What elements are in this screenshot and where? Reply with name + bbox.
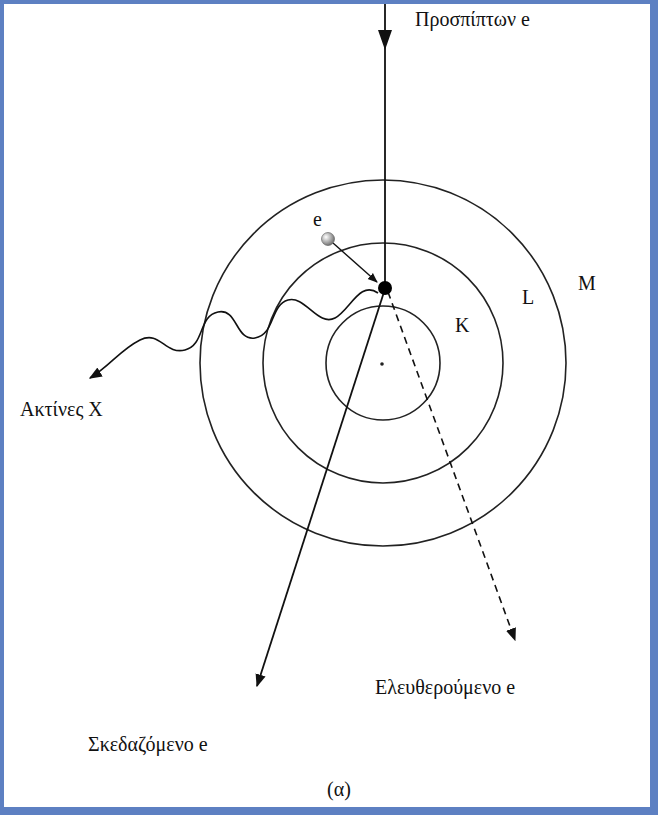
scattered-electron-label: Σκεδαζόμενο e xyxy=(88,733,208,755)
incident-electron-label: Προσπίπτων e xyxy=(415,8,530,30)
collision-point xyxy=(378,281,392,295)
shell-label: M xyxy=(578,272,596,294)
shell-l xyxy=(263,243,503,483)
incident-arrowhead xyxy=(378,30,392,50)
shell-k xyxy=(326,306,440,420)
electron-ball xyxy=(322,233,335,246)
shell-label: K xyxy=(455,314,469,336)
freed-electron-label: Ελευθερούμενο e xyxy=(375,676,515,698)
freed-electron-path xyxy=(388,292,515,640)
shell-m xyxy=(200,180,566,546)
electron-label: e xyxy=(313,208,322,230)
x-ray-label: Ακτίνες X xyxy=(20,398,103,420)
nucleus-dot xyxy=(380,362,384,366)
electron-transition-arrow xyxy=(333,243,377,282)
x-ray-wave xyxy=(90,290,378,378)
scattered-electron-path xyxy=(257,292,384,686)
shell-label: L xyxy=(522,286,534,308)
subfigure-label: (α) xyxy=(327,778,351,800)
